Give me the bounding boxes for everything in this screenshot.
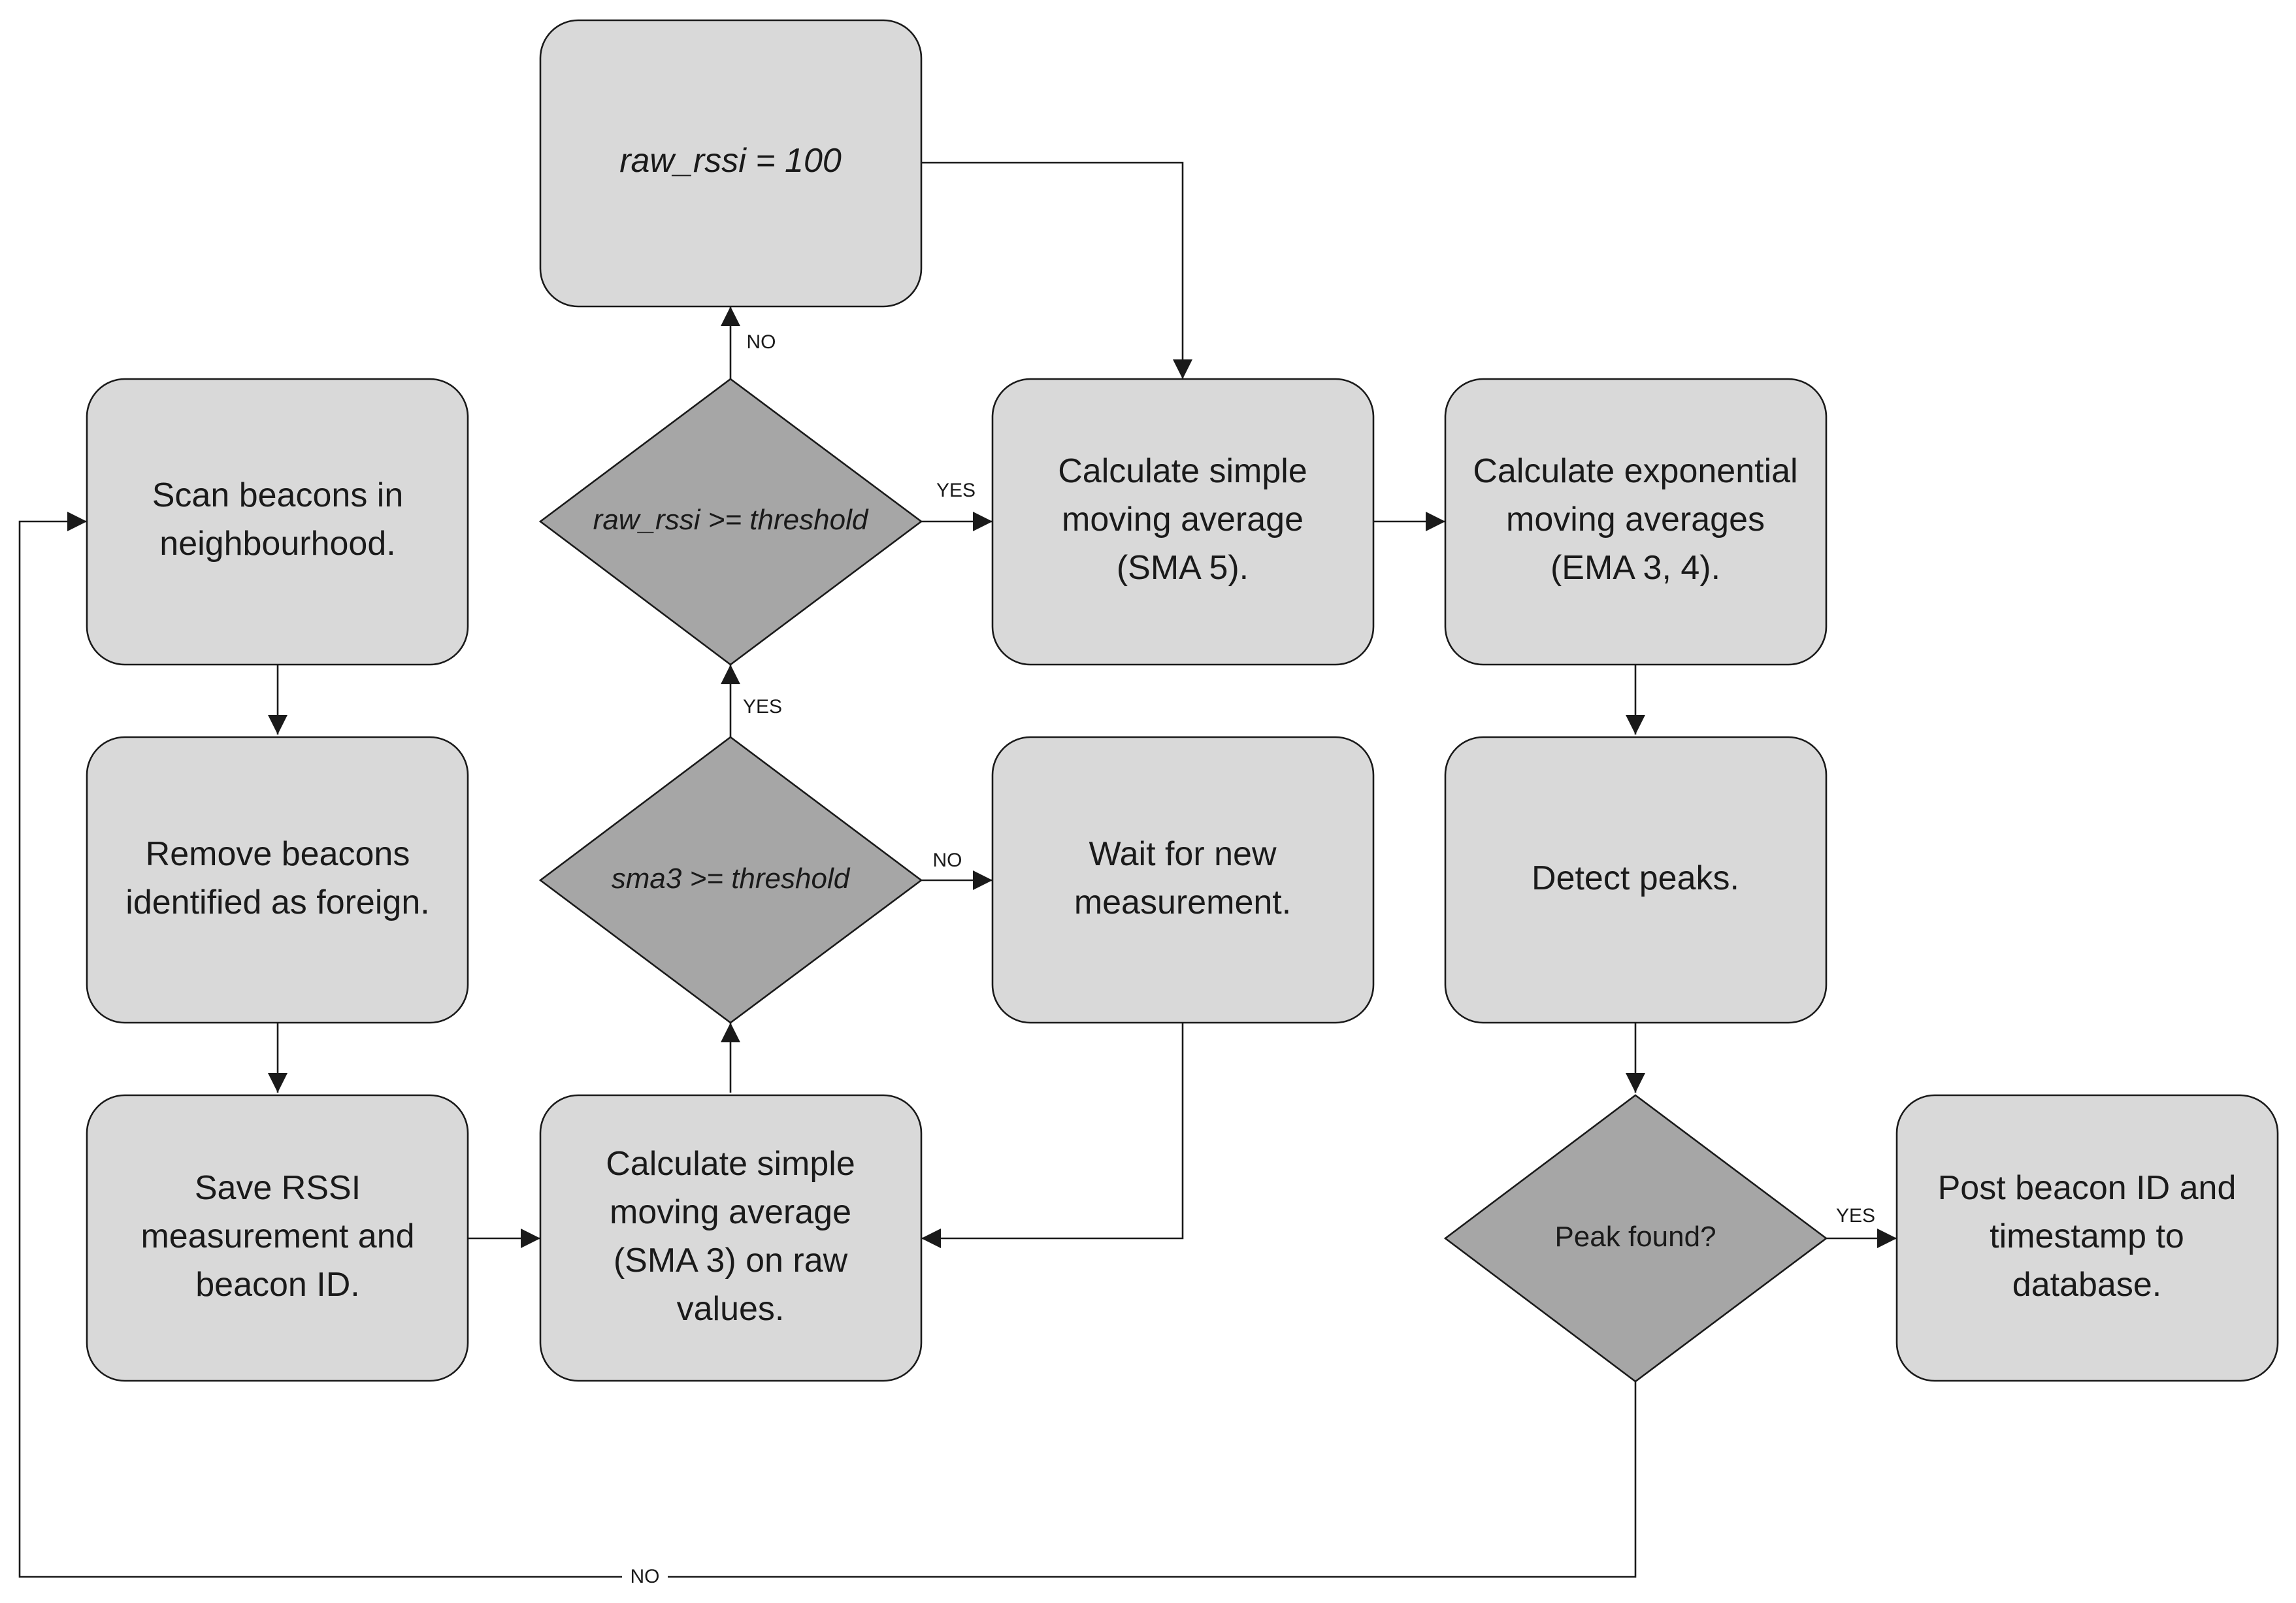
node-text-line: Peak found? [1554,1221,1716,1253]
node-text-line: sma3 >= threshold [612,863,851,895]
node-text-line: (SMA 3) on raw [614,1242,848,1280]
label-raw-yes: YES [936,480,976,501]
node-text-line: neighbourhood. [159,525,395,563]
node-text-line: measurement and [140,1217,414,1255]
node-text-line: Remove beacons [146,835,410,873]
node-text-line: measurement. [1074,884,1291,921]
node-text-line: Post beacon ID and [1938,1169,2237,1207]
edge-rawset-sma5 [921,161,1192,379]
label-raw-no: NO [747,331,776,353]
node-text-line: Save RSSI [195,1169,361,1207]
label-peak-no-bg [622,1564,668,1589]
label-peak-yes: YES [1836,1205,1875,1227]
label-sma3-yes: YES [743,696,782,718]
node-text-line: Calculate simple [606,1145,855,1183]
node-remove: Remove beacons identified as foreign. [86,736,469,1024]
node-text-line: moving average [610,1193,851,1231]
edge-peak-scan-loop [18,512,1637,1578]
node-scan: Scan beacons in neighbourhood. [86,378,469,666]
node-sma5: Calculate simple moving average (SMA 5). [991,378,1375,666]
node-text-line: raw_rssi = 100 [619,142,842,180]
node-text-line: moving averages [1506,501,1765,538]
node-text-line: (EMA 3, 4). [1550,549,1720,587]
node-text-line: timestamp to [1990,1217,2184,1255]
node-text-line: Calculate exponential [1473,452,1797,490]
decision-peak-check: Peak found? [1443,1094,1828,1383]
svg-text:sma3 >= threshold: sma3 >= threshold [612,863,851,895]
node-text-line: beacon ID. [195,1266,360,1304]
node-text-line: Scan beacons in [152,476,404,514]
node-wait: Wait for new measurement. [991,736,1375,1024]
node-text-line: Detect peaks. [1532,859,1739,897]
decision-sma3-check: sma3 >= threshold [538,736,923,1024]
node-text-line: (SMA 5). [1117,549,1249,587]
edge-wait-sma3 [921,1023,1184,1248]
node-text-line: Wait for new [1089,835,1276,873]
node-text-line: Calculate simple [1058,452,1307,490]
node-text-line: identified as foreign. [125,884,429,921]
label-sma3-no: NO [933,850,962,871]
node-raw-set: raw_rssi = 100 [539,19,923,308]
connectors [18,161,1897,1578]
node-text-line: raw_rssi >= threshold [593,504,869,536]
svg-text:raw_rssi = 100: raw_rssi = 100 [619,142,842,180]
node-text-line: database. [2012,1266,2161,1304]
node-sma3: Calculate simple moving average (SMA 3) on… [539,1094,923,1382]
decision-raw-check: raw_rssi >= threshold [538,378,923,666]
node-detect: Detect peaks. [1444,736,1828,1024]
svg-text:Detect peaks.: Detect peaks. [1532,859,1739,897]
node-ema: Calculate exponential moving averages (EMA… [1444,378,1828,666]
node-post: Post beacon ID and timestamp to database. [1895,1094,2279,1382]
svg-text:raw_rssi >= threshold: raw_rssi >= threshold [593,504,869,536]
node-text-line: moving average [1062,501,1304,538]
label-peak-no: NO [631,1566,660,1587]
node-save: Save RSSI measurement and beacon ID. [86,1094,469,1382]
edge-labels: NO YES YES NO YES NO [622,331,1875,1589]
node-text-line: values. [677,1290,785,1328]
svg-text:Peak found?: Peak found? [1554,1221,1716,1253]
